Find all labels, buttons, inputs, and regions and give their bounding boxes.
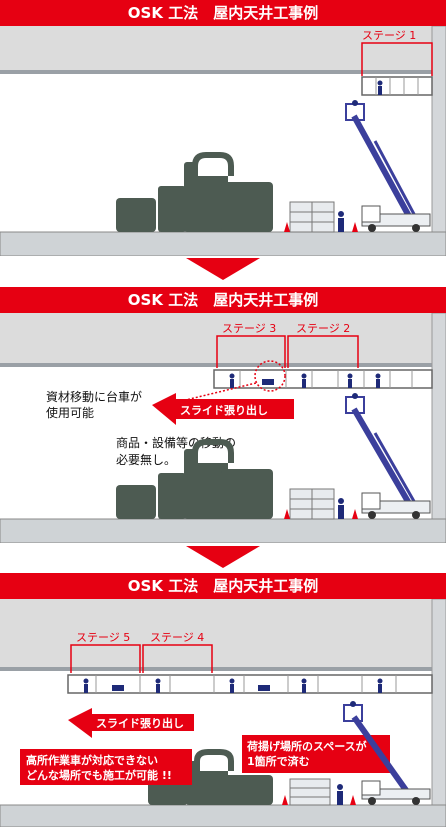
construction-scene: ステージ 1: [0, 26, 446, 256]
aerial-work-truck: [345, 393, 431, 519]
panel-1: OSK 工法 屋内天井工事例 ステージ 1: [0, 0, 446, 256]
panel-2: OSK 工法 屋内天井工事例 ステージ 3 ステージ 2: [0, 287, 446, 543]
down-arrow: [186, 258, 260, 280]
slide-arrow: スライド張り出し: [68, 708, 194, 738]
stage-bracket: [142, 644, 213, 673]
floor: [0, 804, 446, 827]
ceiling: [0, 599, 446, 669]
slide-arrow: スライド張り出し: [152, 393, 294, 425]
materials-rack: [289, 201, 335, 233]
ceiling: [0, 313, 446, 365]
construction-scene: ステージ 5 ステージ 4 スライド張り出し 高所作業車が対応できない どんな場…: [0, 599, 446, 827]
panel-3: OSK 工法 屋内天井工事例: [0, 573, 446, 827]
stage-platform: [361, 76, 433, 96]
factory-equipment: [116, 152, 273, 232]
info-box-right: 荷揚げ場所のスペースが 1箇所で済む: [242, 735, 390, 773]
floor: [0, 231, 446, 256]
note-text: 商品・設備等の移動の 必要無し。: [116, 435, 240, 467]
wall: [431, 26, 446, 256]
materials-rack: [289, 488, 335, 520]
info-right-line-1: 荷揚げ場所のスペースが: [246, 739, 367, 753]
callout-material-text: 資材移動に台車が 使用可能: [46, 389, 146, 420]
ceiling: [0, 26, 446, 72]
cart: [262, 379, 274, 385]
worker-figure: [377, 80, 383, 95]
stage-label: ステージ 1: [362, 29, 416, 42]
materials-rack: [289, 778, 331, 806]
aerial-work-truck: [345, 100, 431, 232]
stage-label: ステージ 3: [222, 322, 276, 335]
info-right-line-2: 1箇所で済む: [247, 754, 310, 768]
slide-label: スライド張り出し: [96, 716, 184, 730]
info-box-right-text: 荷揚げ場所のスペースが 1箇所で済む: [246, 739, 371, 768]
floor: [0, 518, 446, 543]
cart: [112, 685, 270, 691]
stage-bracket: [361, 42, 433, 76]
worker-figure: [338, 211, 344, 232]
panel-title: OSK 工法 屋内天井工事例: [0, 0, 446, 26]
aerial-work-truck: [343, 701, 431, 805]
down-arrow: [186, 546, 260, 568]
highlight-circle: [254, 360, 286, 392]
stage-label: ステージ 2: [296, 322, 350, 335]
traffic-cones: [282, 795, 356, 805]
construction-scene: ステージ 3 ステージ 2 資材移動に台車が 使用可能 スライド張り出し 商品・…: [0, 313, 446, 543]
factory-equipment: [148, 749, 273, 805]
wall: [431, 599, 446, 827]
worker-figure: [338, 498, 344, 519]
panel-title: OSK 工法 屋内天井工事例: [0, 573, 446, 599]
info-box-left: 高所作業車が対応できない どんな場所でも施工が可能 !!: [20, 749, 192, 785]
factory-equipment: [116, 439, 273, 519]
worker-figure: [83, 678, 383, 693]
stage-bracket: [287, 335, 359, 368]
worker-figure: [229, 373, 381, 388]
info-left-line-2: どんな場所でも施工が可能 !!: [26, 768, 172, 782]
note-line-2: 必要無し。: [116, 452, 176, 467]
callout-line-1: 資材移動に台車が: [46, 389, 142, 404]
worker-figure: [337, 784, 343, 805]
stage-bracket: [70, 644, 141, 673]
info-left-line-1: 高所作業車が対応できない: [26, 753, 158, 767]
stage-label: ステージ 4: [150, 631, 204, 644]
traffic-cones: [284, 509, 358, 519]
wall: [431, 313, 446, 543]
stage-label: ステージ 5: [76, 631, 130, 644]
info-box-left-text: 高所作業車が対応できない どんな場所でも施工が可能 !!: [26, 753, 172, 782]
note-line-1: 商品・設備等の移動の: [116, 435, 236, 450]
stage-bracket: [216, 335, 286, 368]
slide-label: スライド張り出し: [180, 403, 268, 417]
panel-title: OSK 工法 屋内天井工事例: [0, 287, 446, 313]
callout-line-2: 使用可能: [46, 405, 94, 420]
traffic-cones: [284, 222, 358, 232]
